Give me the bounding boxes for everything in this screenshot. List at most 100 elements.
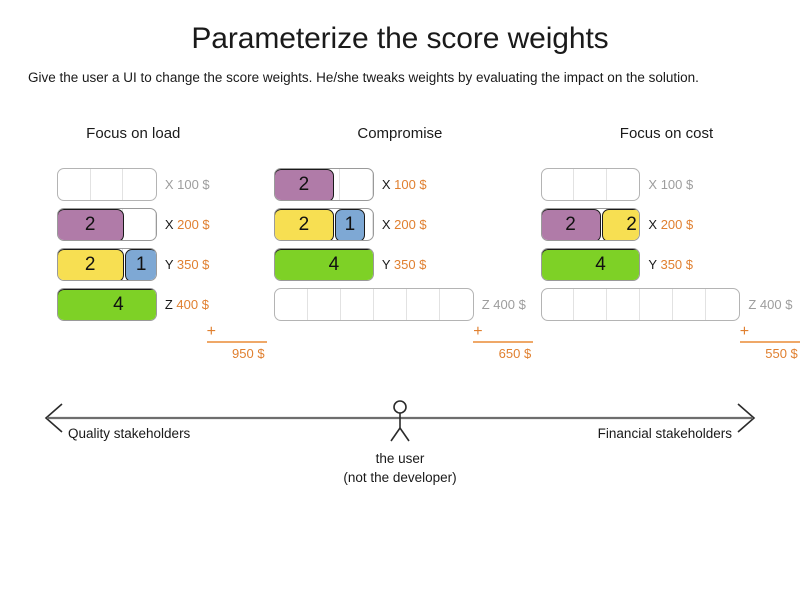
weight-segment[interactable]: 2 — [274, 209, 334, 240]
weight-row: X 100 $ — [56, 168, 210, 201]
track-cell[interactable] — [308, 169, 341, 200]
weight-slider-track[interactable] — [56, 168, 157, 201]
user-caption-line2: (not the developer) — [343, 470, 457, 485]
row-letter: X — [381, 217, 391, 232]
weight-slider-track[interactable]: 2 — [56, 208, 157, 241]
sum-total: 650 $ — [498, 346, 532, 361]
track-cell[interactable] — [706, 289, 739, 320]
weight-segment[interactable]: 2 — [57, 249, 124, 280]
row-letter: Y — [164, 257, 174, 272]
column-title: Focus on load — [86, 125, 181, 142]
column-title: Focus on cost — [619, 125, 714, 142]
row-price: 200 $ — [660, 217, 694, 232]
weight-row: 2 X 100 $ — [273, 168, 526, 201]
weight-row-list: X 100 $ 22 X 200 $ 41 Y 350 $ Z 400 $ — [540, 168, 793, 321]
track-cell[interactable] — [374, 289, 407, 320]
row-letter: X — [381, 177, 391, 192]
weight-segment[interactable]: 2 — [274, 169, 334, 200]
track-cell[interactable] — [340, 209, 373, 240]
weight-row: Z 400 $ — [273, 288, 526, 321]
row-letter: X — [648, 177, 658, 192]
row-letter: X — [164, 177, 174, 192]
row-price: 400 $ — [493, 297, 526, 312]
weight-slider-track[interactable]: 4 — [56, 288, 157, 321]
weight-segment[interactable]: 2 — [601, 209, 640, 240]
track-cell[interactable] — [574, 289, 608, 320]
row-price: 350 $ — [660, 257, 694, 272]
column-sum: +550 $ — [739, 324, 800, 361]
row-label: X 200 $ — [382, 217, 427, 232]
page-subtitle: Give the user a UI to change the score w… — [28, 70, 699, 85]
track-cell[interactable] — [542, 289, 575, 320]
axis-arrow-icon — [44, 400, 756, 442]
weight-slider-track[interactable]: 2 — [273, 168, 374, 201]
weight-segment[interactable]: 4 — [541, 249, 640, 280]
weight-row: X 100 $ — [540, 168, 793, 201]
row-label: Y 350 $ — [648, 257, 693, 272]
weight-segment[interactable]: 2 — [541, 209, 601, 240]
track-cell[interactable] — [640, 289, 674, 320]
row-price: 100 $ — [660, 177, 694, 192]
row-label: X 100 $ — [382, 177, 427, 192]
weight-slider-track[interactable]: 41 — [540, 248, 641, 281]
row-price: 350 $ — [393, 257, 427, 272]
weight-slider-track[interactable]: 4 — [273, 248, 374, 281]
sum-total: 950 $ — [232, 346, 265, 361]
axis-label-quality: Quality stakeholders — [68, 426, 191, 441]
row-letter: Y — [381, 257, 391, 272]
track-cell[interactable] — [440, 289, 473, 320]
track-cell[interactable] — [91, 169, 124, 200]
weight-slider-track[interactable] — [273, 288, 474, 321]
sum-plus-sign: + — [206, 324, 267, 343]
weight-segment[interactable]: 4 — [274, 249, 373, 280]
row-label: X 100 $ — [165, 177, 210, 192]
weight-slider-track[interactable] — [540, 168, 641, 201]
axis-label-financial: Financial stakeholders — [597, 426, 732, 441]
track-cell[interactable] — [308, 289, 341, 320]
weight-segment[interactable]: 1 — [124, 249, 156, 280]
track-cell[interactable] — [607, 169, 640, 200]
sum-plus-sign: + — [473, 324, 534, 343]
stick-figure-icon — [390, 400, 410, 442]
track-cell[interactable] — [607, 289, 641, 320]
track-cell[interactable] — [123, 169, 156, 200]
row-label: X 200 $ — [648, 217, 693, 232]
row-label: X 100 $ — [648, 177, 693, 192]
track-cell[interactable] — [673, 289, 707, 320]
weight-segment[interactable]: 4 — [57, 289, 156, 320]
track-cell[interactable] — [542, 169, 575, 200]
track-cell[interactable] — [340, 169, 373, 200]
row-label: Z 400 $ — [165, 297, 209, 312]
weight-segment[interactable]: 2 — [57, 209, 124, 240]
track-cell[interactable] — [407, 289, 440, 320]
track-cell[interactable] — [58, 169, 91, 200]
track-cell[interactable] — [275, 289, 308, 320]
row-label: Z 400 $ — [482, 297, 526, 312]
track-cell[interactable] — [123, 209, 156, 240]
weight-segments: 2 — [57, 209, 124, 240]
weight-segment[interactable]: 1 — [334, 209, 365, 240]
weight-row: 4 Z 400 $ — [56, 288, 210, 321]
track-cell[interactable] — [574, 169, 607, 200]
row-letter: Y — [648, 257, 657, 272]
row-label: Z 400 $ — [748, 297, 792, 312]
track-cell[interactable] — [341, 289, 374, 320]
weight-slider-track[interactable] — [540, 288, 741, 321]
sum-plus-sign: + — [739, 324, 800, 343]
row-price: 100 $ — [177, 177, 210, 192]
sum-total: 550 $ — [765, 346, 798, 361]
row-price: 200 $ — [177, 217, 210, 232]
stakeholder-axis: Quality stakeholders Financial stakehold… — [0, 396, 800, 506]
